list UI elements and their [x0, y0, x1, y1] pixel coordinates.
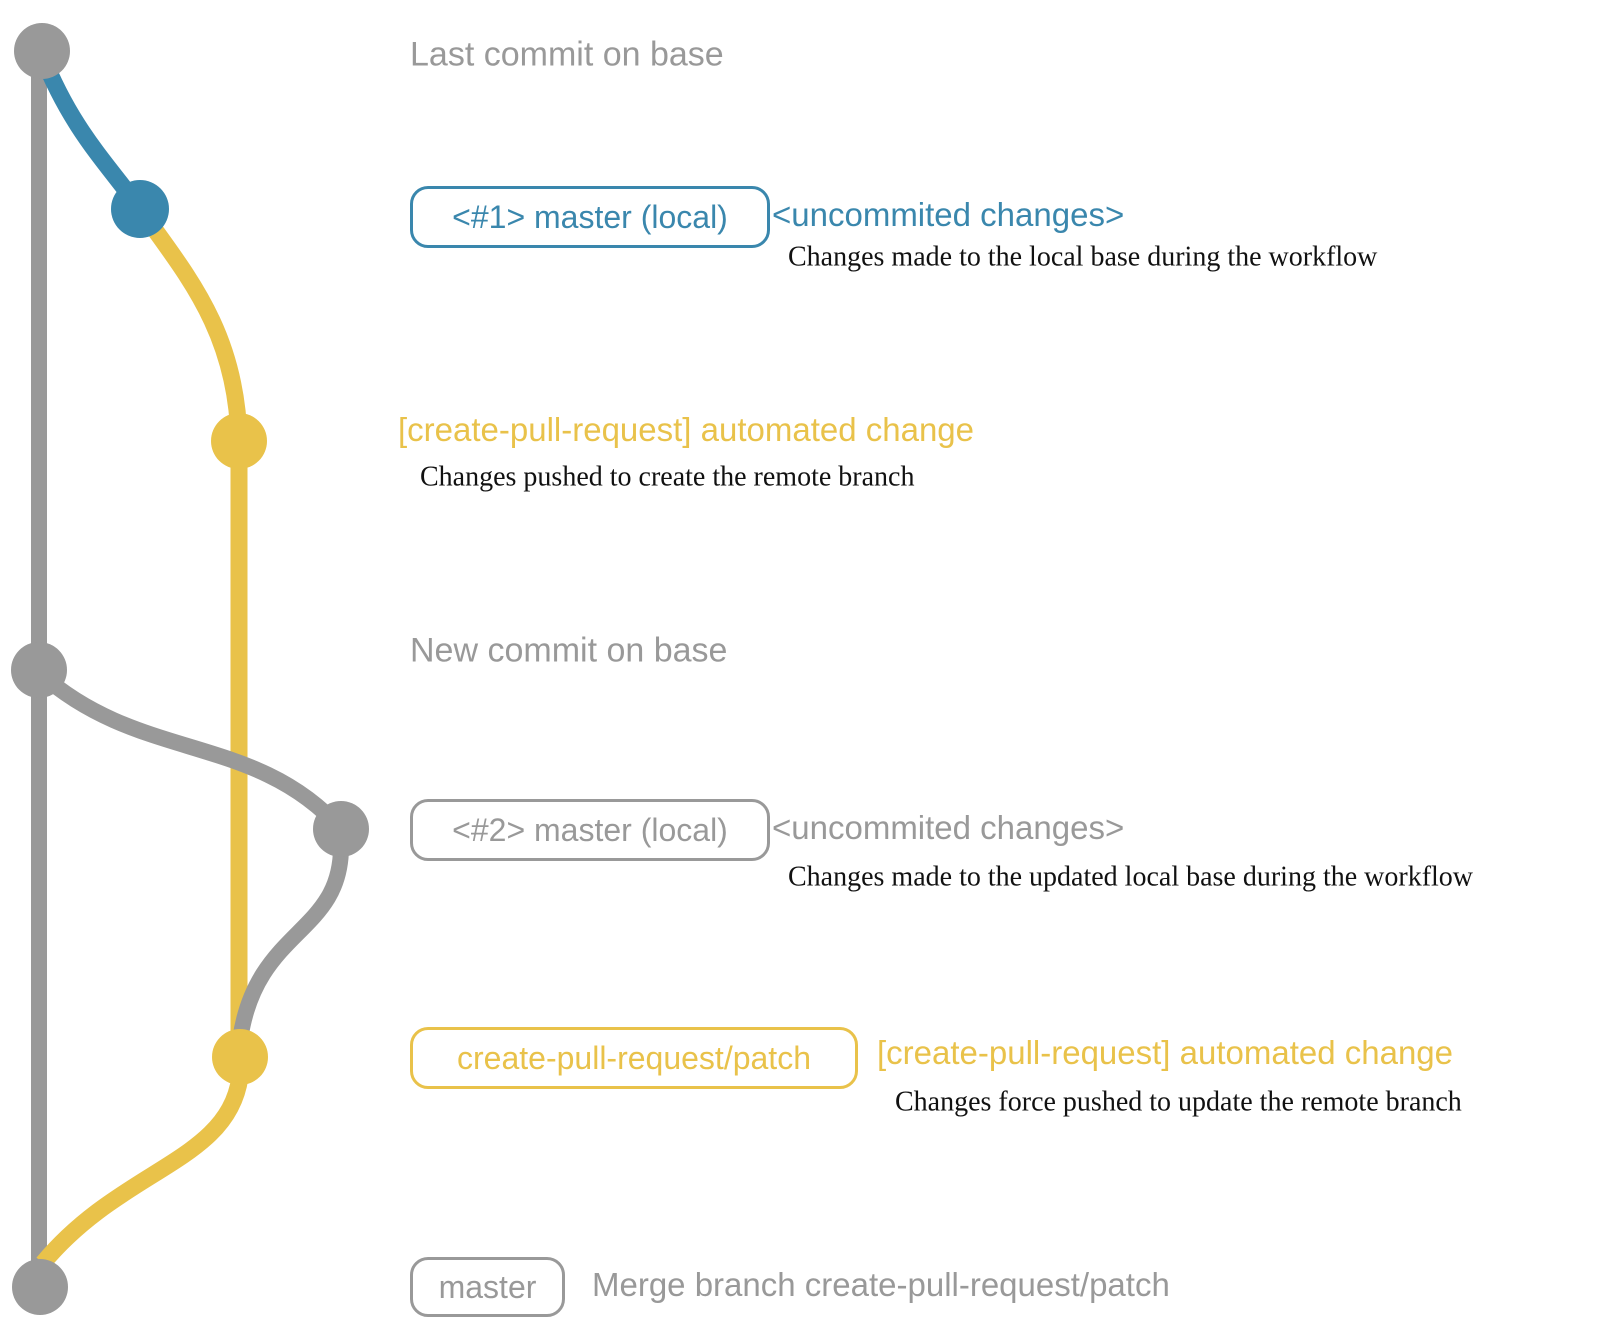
- commit-dot-last-base: [14, 23, 70, 79]
- commit-dot-uncommitted-1: [111, 180, 169, 238]
- commit-dot-uncommitted-2: [313, 801, 369, 857]
- automated-change-2-desc: Changes force pushed to update the remot…: [895, 1086, 1462, 1118]
- badge-master-label: master: [438, 1268, 537, 1305]
- patch-branch-curve-1: [133, 204, 248, 442]
- uncommitted-changes-2-desc: Changes made to the updated local base d…: [788, 861, 1474, 893]
- badge-master-local-1-label: <#1> master (local): [452, 198, 728, 235]
- commit-dot-automated-change: [211, 413, 267, 469]
- badge-create-pull-request-patch: create-pull-request/patch: [410, 1027, 858, 1089]
- automated-change-2-title: [create-pull-request] automated change: [877, 1033, 1454, 1071]
- local-master-branch-curve-2: [35, 668, 347, 835]
- badge-master: master: [410, 1257, 565, 1317]
- commit-dot-force-push: [212, 1029, 268, 1085]
- automated-change-1-title: [create-pull-request] automated change: [398, 410, 975, 448]
- automated-change-1-desc: Changes pushed to create the remote bran…: [420, 461, 915, 493]
- merge-commit-title: Merge branch create-pull-request/patch: [592, 1265, 1170, 1303]
- last-commit-label: Last commit on base: [410, 35, 724, 74]
- badge-master-local-2: <#2> master (local): [410, 799, 770, 861]
- new-commit-label: New commit on base: [410, 631, 728, 670]
- badge-create-pull-request-patch-label: create-pull-request/patch: [457, 1039, 811, 1076]
- uncommitted-changes-1-title: <uncommited changes>: [772, 195, 1125, 233]
- patch-merge-curve: [36, 1075, 249, 1269]
- uncommitted-changes-1-desc: Changes made to the local base during th…: [788, 241, 1378, 273]
- badge-master-local-2-label: <#2> master (local): [452, 811, 728, 848]
- commit-dot-merge: [12, 1259, 68, 1315]
- badge-master-local-1: <#1> master (local): [410, 186, 770, 248]
- local-master-branch-curve-3: [232, 846, 349, 1042]
- uncommitted-changes-2-title: <uncommited changes>: [772, 808, 1125, 846]
- commit-dot-new-base: [11, 642, 67, 698]
